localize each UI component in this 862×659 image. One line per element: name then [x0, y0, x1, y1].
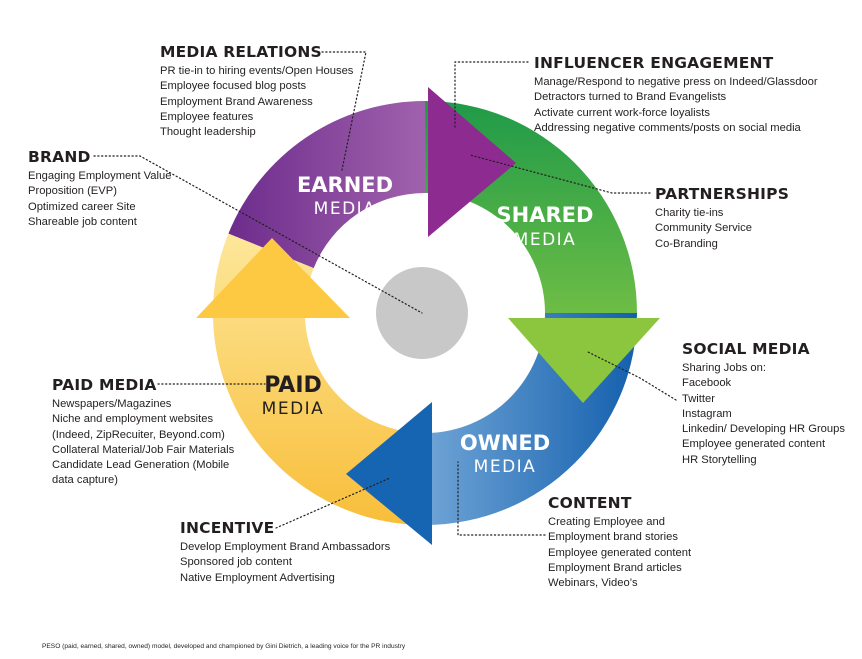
footer-note: PESO (paid, earned, shared, owned) model…: [42, 643, 406, 650]
connector-incentive: [275, 477, 391, 529]
list-paid-media: Newspapers/Magazines Niche and employmen…: [52, 397, 234, 489]
list-item: Thought leadership: [160, 126, 256, 139]
connector-media-relations: [321, 51, 367, 171]
block-incentive: INCENTIVE Develop Employment Brand Ambas…: [180, 519, 390, 586]
list-item: Instagram: [682, 407, 732, 420]
list-influencer-engagement: Manage/Respond to negative press on Inde…: [534, 75, 818, 136]
list-item: Sharing Jobs on:: [682, 362, 766, 374]
block-content: CONTENT Creating Employee and Employment…: [548, 494, 691, 591]
list-partnerships: Charity tie-ins Community Service Co-Bra…: [655, 206, 789, 252]
earned-arrowhead: [428, 87, 516, 237]
connector-brand: [93, 155, 423, 314]
list-item: Co-Branding: [655, 237, 718, 250]
list-item: Engaging Employment Value: [28, 170, 172, 182]
owned-sublabel: MEDIA: [474, 457, 537, 477]
connector-content: [457, 461, 546, 536]
shared-arrowhead: [508, 318, 660, 403]
list-item: Native Employment Advertising: [180, 571, 335, 584]
list-item: Candidate Lead Generation (Mobile: [52, 459, 230, 472]
list-item: Employee features: [160, 110, 254, 123]
shared-label: SHARED: [497, 203, 594, 227]
connector-influencer: [454, 61, 529, 129]
list-item: Develop Employment Brand Ambassadors: [180, 541, 391, 553]
list-item: Proposition (EVP): [28, 185, 117, 198]
heading-paid-media: PAID MEDIA: [52, 376, 157, 394]
list-incentive: Develop Employment Brand Ambassadors Spo…: [180, 540, 390, 586]
heading-brand: BRAND: [28, 148, 91, 166]
list-item: Optimized career Site: [28, 200, 136, 213]
block-partnerships: PARTNERSHIPS Charity tie-ins Community S…: [655, 185, 789, 252]
list-item: Activate current work-force loyalists: [534, 106, 710, 119]
list-item: HR Storytelling: [682, 453, 757, 466]
list-social-media: Sharing Jobs on: Facebook Twitter Instag…: [682, 361, 845, 468]
block-media-relations: MEDIA RELATIONS PR tie-in to hiring even…: [160, 43, 353, 140]
list-item: Addressing negative comments/posts on so…: [534, 121, 801, 134]
connector-social-media: [587, 351, 677, 401]
list-item: Shareable job content: [28, 215, 137, 228]
list-item: PR tie-in to hiring events/Open Houses: [160, 65, 354, 77]
owned-label: OWNED: [460, 431, 550, 455]
heading-content: CONTENT: [548, 494, 632, 512]
block-influencer-engagement: INFLUENCER ENGAGEMENT Manage/Respond to …: [534, 54, 818, 136]
owned-arrowhead: [346, 402, 432, 545]
list-item: Detractors turned to Brand Evangelists: [534, 91, 727, 104]
list-item: Employment brand stories: [548, 531, 678, 544]
block-social-media: SOCIAL MEDIA Sharing Jobs on: Facebook T…: [682, 340, 845, 468]
list-item: Manage/Respond to negative press on Inde…: [534, 76, 818, 88]
earned-segment: [228, 101, 425, 269]
list-item: Employment Brand Awareness: [160, 95, 313, 108]
heading-partnerships: PARTNERSHIPS: [655, 185, 790, 203]
earned-label: EARNED: [297, 173, 393, 197]
list-item: Collateral Material/Job Fair Materials: [52, 443, 235, 456]
list-item: Charity tie-ins: [655, 207, 724, 219]
earned-sublabel: MEDIA: [314, 199, 377, 219]
list-item: Employee generated content: [548, 546, 692, 559]
heading-influencer-engagement: INFLUENCER ENGAGEMENT: [534, 54, 774, 72]
list-item: Employee generated content: [682, 438, 826, 451]
heading-social-media: SOCIAL MEDIA: [682, 340, 810, 358]
paid-label: PAID: [264, 373, 322, 398]
list-content: Creating Employee and Employment brand s…: [548, 515, 691, 591]
connector-partnerships: [469, 154, 651, 194]
heading-incentive: INCENTIVE: [180, 519, 275, 537]
list-item: Webinars, Video’s: [548, 577, 638, 590]
list-item: Twitter: [682, 392, 715, 405]
list-item: Community Service: [655, 222, 752, 235]
list-item: Facebook: [682, 377, 732, 390]
paid-sublabel: MEDIA: [262, 399, 325, 419]
shared-sublabel: MEDIA: [514, 230, 577, 250]
list-item: Employment Brand articles: [548, 561, 682, 574]
list-item: Employee focused blog posts: [160, 80, 307, 93]
list-brand: Engaging Employment Value Proposition (E…: [28, 169, 171, 230]
list-item: Sponsored job content: [180, 556, 292, 569]
list-item: Linkedin/ Developing HR Groups: [682, 423, 845, 436]
paid-arrowhead: [196, 238, 350, 318]
list-item: Niche and employment websites: [52, 413, 214, 426]
block-paid-media: PAID MEDIA Newspapers/Magazines Niche an…: [52, 376, 234, 489]
list-item: data capture): [52, 474, 118, 487]
list-item: Creating Employee and: [548, 516, 665, 528]
list-media-relations: PR tie-in to hiring events/Open Houses E…: [160, 64, 353, 140]
heading-media-relations: MEDIA RELATIONS: [160, 43, 322, 61]
block-brand: BRAND Engaging Employment Value Proposit…: [28, 148, 171, 230]
list-item: Newspapers/Magazines: [52, 398, 172, 410]
list-item: (Indeed, ZipRecuiter, Beyond.com): [52, 428, 225, 441]
